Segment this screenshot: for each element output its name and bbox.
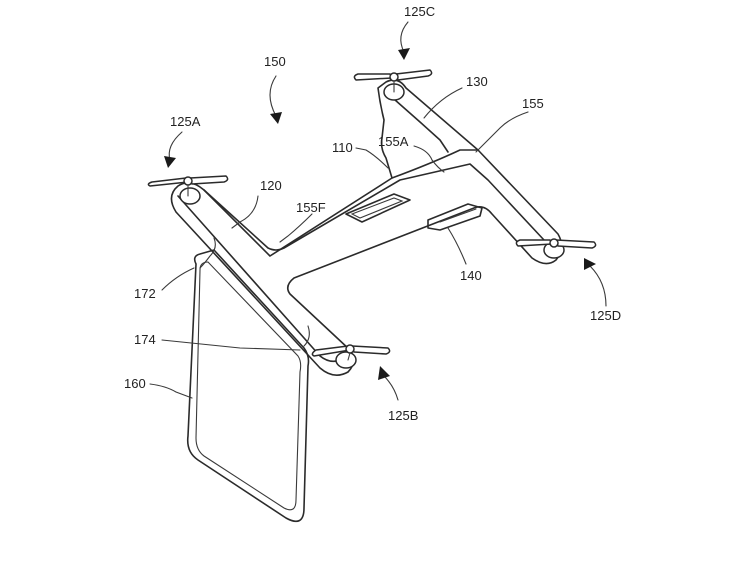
arrow-125c xyxy=(400,21,409,53)
label-120: 120 xyxy=(260,178,282,193)
rotation-arrows xyxy=(164,21,607,401)
arrow-125a xyxy=(168,131,183,161)
label-125c: 125C xyxy=(404,4,435,19)
propeller-125d xyxy=(515,238,597,249)
label-110: 110 xyxy=(332,140,353,155)
frame-top-edge xyxy=(385,91,449,153)
drone-frame xyxy=(170,79,565,376)
arrow-125d xyxy=(589,265,607,307)
label-172: 172 xyxy=(134,286,156,301)
label-155f: 155F xyxy=(296,200,326,215)
frame-inner-edge xyxy=(203,163,545,251)
label-150: 150 xyxy=(264,54,286,69)
label-125a: 125A xyxy=(170,114,201,129)
label-125b: 125B xyxy=(388,408,418,423)
reference-labels: 150 125C 130 155 125A 110 155A 120 155F … xyxy=(124,4,621,423)
label-155: 155 xyxy=(522,96,544,111)
label-125d: 125D xyxy=(590,308,621,323)
top-panel xyxy=(345,193,411,223)
arrow-150 xyxy=(269,75,277,117)
propeller-125a xyxy=(147,175,229,197)
label-174: 174 xyxy=(134,332,156,347)
arrow-125b xyxy=(383,375,399,401)
motor-pod-125a xyxy=(179,187,201,205)
top-panel-inner xyxy=(350,197,404,219)
leader-lines xyxy=(149,87,529,399)
motor-pod-125b xyxy=(335,351,357,369)
payload-housing xyxy=(427,203,483,231)
frame-inner-edge-2 xyxy=(177,195,341,363)
tether-174 xyxy=(303,325,310,347)
panel-outer xyxy=(186,249,310,523)
label-140: 140 xyxy=(460,268,482,283)
hanging-panel xyxy=(186,237,310,523)
propeller-125c xyxy=(353,69,433,93)
label-130: 130 xyxy=(466,74,488,89)
label-155a: 155A xyxy=(378,134,409,149)
frame-outline xyxy=(170,79,563,376)
panel-inner xyxy=(195,261,302,511)
payload-housing-edge xyxy=(439,208,477,223)
label-160: 160 xyxy=(124,376,146,391)
frame-rear-edge xyxy=(391,149,479,179)
propeller-125b xyxy=(311,344,391,361)
tether-172 xyxy=(199,237,216,269)
